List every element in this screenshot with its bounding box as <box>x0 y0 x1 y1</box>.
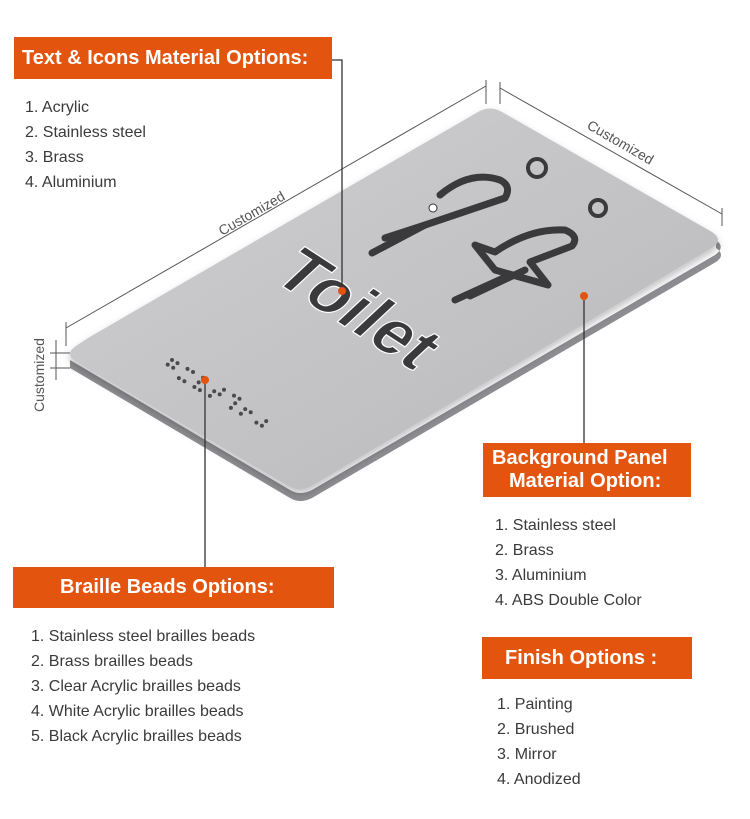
male-toilet-icon <box>368 157 548 257</box>
braille-title: Braille Beads Options: <box>60 576 275 598</box>
callout-dots <box>201 287 588 384</box>
list-item: 4. Aluminium <box>25 174 117 191</box>
list-item: 1. Painting <box>497 696 573 713</box>
list-item: 1. Stainless steel brailles beads <box>31 628 256 645</box>
list-item: 3. Clear Acrylic brailles beads <box>31 678 241 695</box>
background-panel-title-1: Background Panel <box>492 447 668 469</box>
list-item: 3. Brass <box>25 149 84 166</box>
dim-width <box>499 82 723 226</box>
finish-list: 1. Painting 2. Brushed 3. Mirror 4. Anod… <box>497 692 581 792</box>
dim-thickness-label: Customized <box>31 338 47 412</box>
text-icons-banner: Text & Icons Material Options: <box>14 37 332 79</box>
list-item: 4. White Acrylic brailles beads <box>31 703 244 720</box>
background-panel-list: 1. Stainless steel 2. Brass 3. Aluminium… <box>495 513 642 613</box>
list-item: 3. Mirror <box>497 746 557 763</box>
braille-list: 1. Stainless steel brailles beads 2. Bra… <box>31 624 255 749</box>
background-panel-title-2: Material Option: <box>509 470 662 492</box>
female-toilet-icon <box>451 198 608 304</box>
list-item: 1. Stainless steel <box>495 517 616 534</box>
list-item: 2. Stainless steel <box>25 124 146 141</box>
panel-edge <box>70 240 721 501</box>
text-icons-title: Text & Icons Material Options: <box>22 47 309 69</box>
finish-title: Finish Options : <box>505 647 658 669</box>
background-panel-banner: Background Panel Material Option: <box>483 443 691 497</box>
dim-thickness <box>50 340 70 380</box>
list-item: 1. Acrylic <box>25 99 90 116</box>
text-icons-list: 1. Acrylic 2. Stainless steel 3. Brass 4… <box>25 95 146 195</box>
finish-banner: Finish Options : <box>482 637 692 679</box>
list-item: 3. Aluminium <box>495 567 587 584</box>
callout-dot-white <box>428 203 438 213</box>
list-item: 4. Anodized <box>497 771 581 788</box>
list-item: 4. ABS Double Color <box>495 592 642 609</box>
list-item: 2. Brushed <box>497 721 575 738</box>
dim-length <box>65 80 487 346</box>
list-item: 5. Black Acrylic brailles beads <box>31 728 242 745</box>
list-item: 2. Brass brailles beads <box>31 653 193 670</box>
background-panel <box>70 108 718 490</box>
braille-dots <box>165 358 269 428</box>
callout-leaders <box>204 59 585 567</box>
list-item: 2. Brass <box>495 542 554 559</box>
braille-banner: Braille Beads Options: <box>13 567 334 608</box>
